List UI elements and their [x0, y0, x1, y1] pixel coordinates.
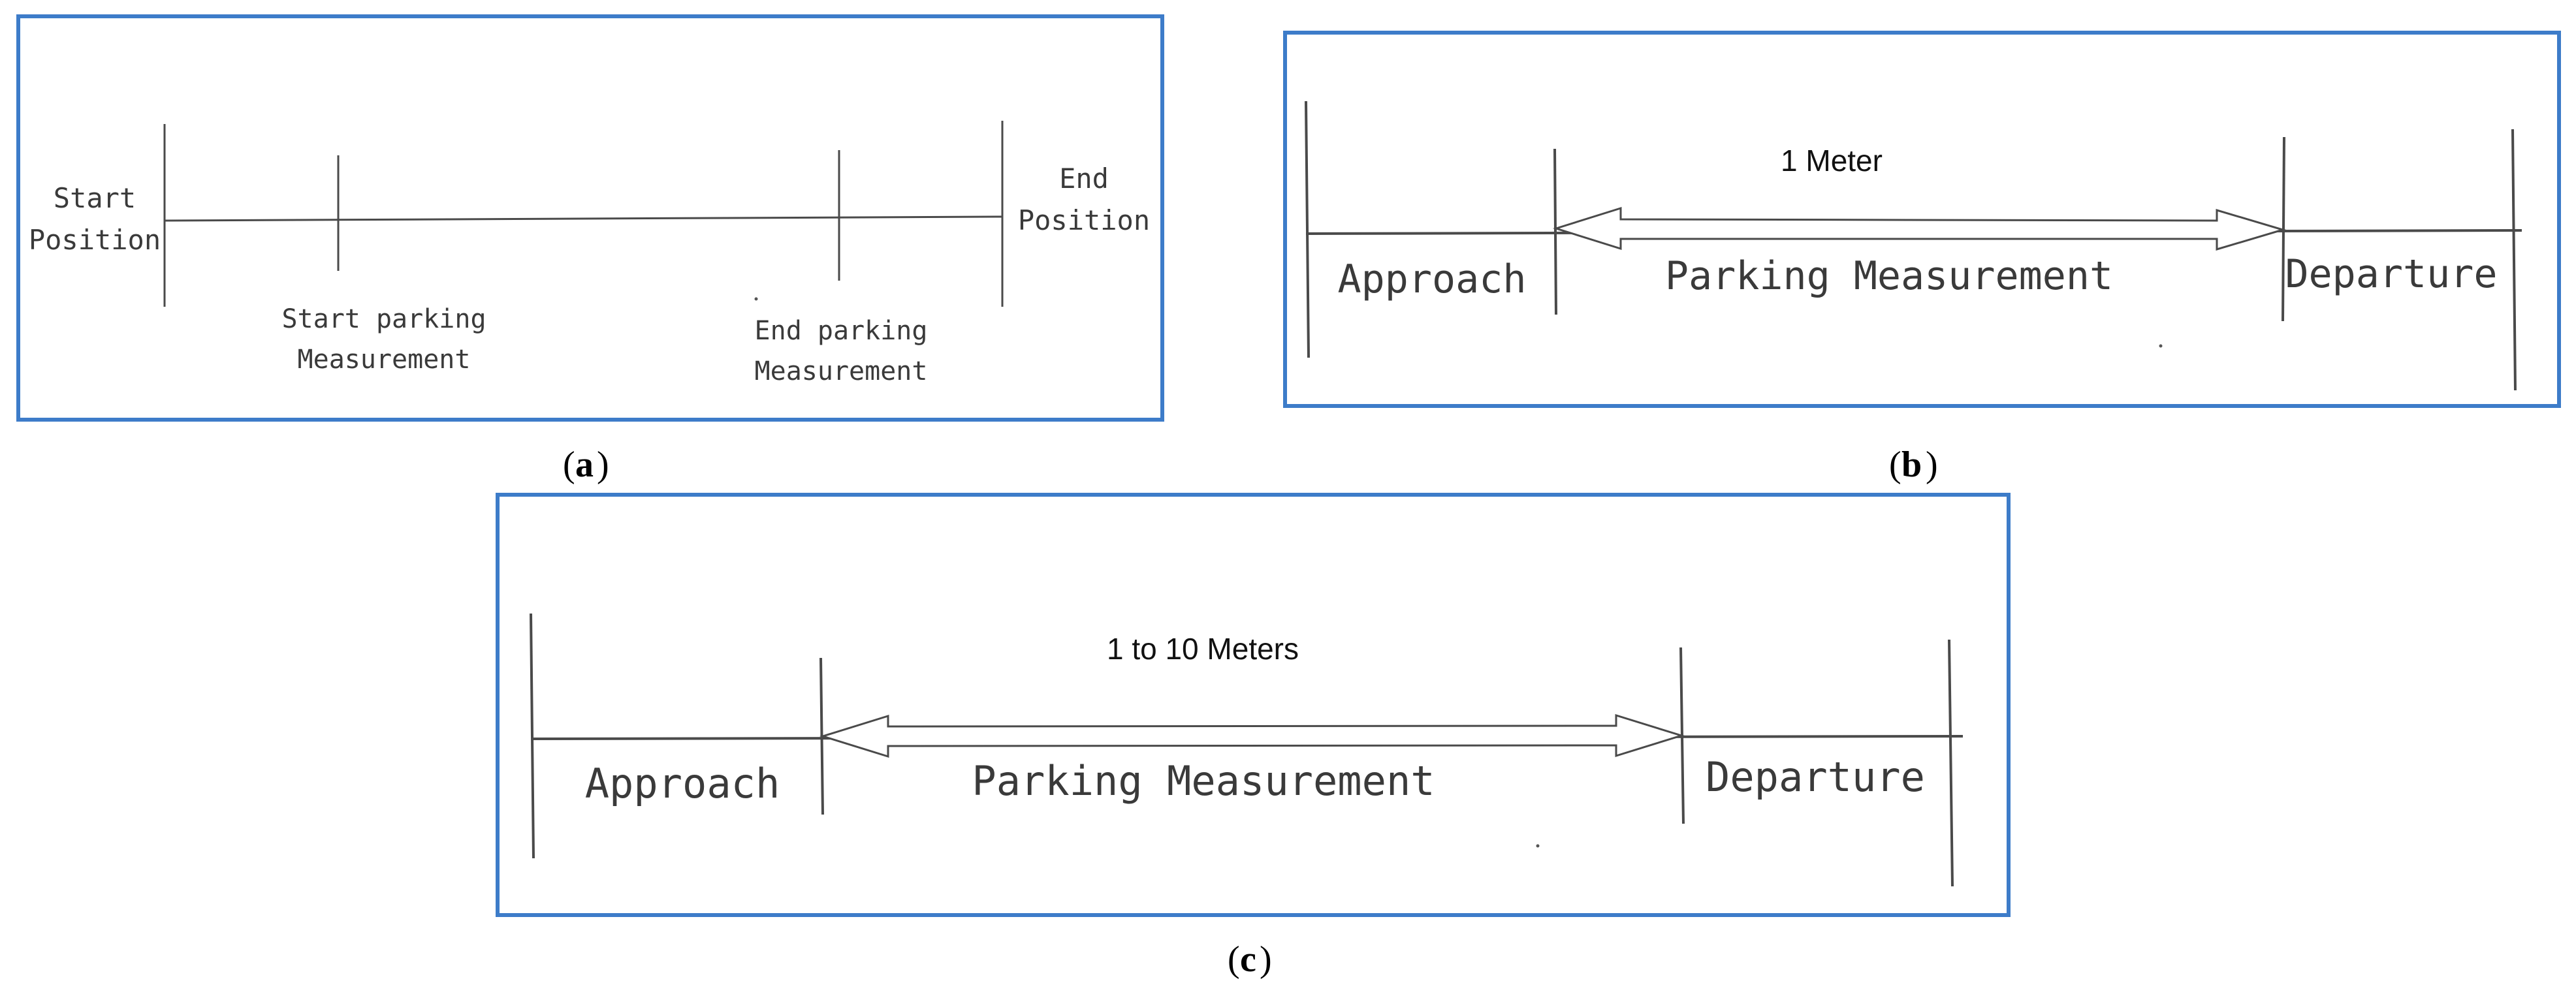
panel-b-parking-label: Parking Measurement — [1665, 253, 2113, 299]
panel-b-frame — [1283, 31, 2561, 408]
panel-a-start-parking-line1: Start parking — [281, 304, 486, 334]
panel-c-departure-label: Departure — [1706, 753, 1925, 801]
panel-c-distance-label: 1 to 10 Meters — [1107, 632, 1299, 666]
panel-b-speck — [2159, 344, 2163, 348]
panel-c-approach-start-tick — [530, 613, 535, 859]
caption-c-letter: c — [1240, 939, 1256, 980]
panel-b-approach-label: Approach — [1338, 257, 1527, 302]
panel-c-parking-label: Parking Measurement — [972, 757, 1435, 805]
caption-c-open-paren: ( — [1228, 939, 1240, 980]
panel-a-end-parking-line2: Measurement — [755, 356, 928, 386]
caption-b: ( b ) — [1889, 444, 1938, 485]
panel-a-end-position-line1: End — [1059, 163, 1109, 195]
panel-b-approach-start-tick — [1305, 101, 1310, 358]
caption-a-letter: a — [575, 444, 594, 485]
panel-a-start-position-line1: Start — [54, 182, 136, 214]
caption-a-close-paren: ) — [597, 444, 609, 485]
panel-a-start-parking-line2: Measurement — [298, 345, 471, 375]
panel-c-speck — [1536, 844, 1540, 848]
panel-c-departure-end-tick — [1948, 639, 1954, 887]
caption-c-close-paren: ) — [1260, 939, 1272, 980]
caption-b-letter: b — [1901, 444, 1922, 485]
panel-a-frame — [16, 14, 1164, 422]
panel-c-distance-arrow — [819, 713, 1685, 758]
panel-a-end-parking-line1: End parking — [755, 316, 928, 346]
caption-b-open-paren: ( — [1889, 444, 1901, 485]
panel-c-frame — [496, 493, 2011, 917]
panel-b-departure-end-tick — [2511, 129, 2517, 391]
panel-b-distance-label: 1 Meter — [1781, 144, 1883, 178]
panel-a-baseline — [164, 215, 1003, 222]
panel-b-distance-arrow — [1552, 206, 2287, 251]
panel-a: Start Position End Position Start parkin… — [16, 14, 1164, 422]
caption-c: ( c ) — [1228, 939, 1272, 980]
panel-c-approach-label: Approach — [585, 760, 780, 807]
panel-b: 1 Meter Approach Parking Measurement Dep… — [1283, 31, 2561, 408]
panel-b-departure-label: Departure — [2285, 251, 2497, 297]
panel-b-parking-start-tick — [1553, 148, 1557, 315]
caption-b-close-paren: ) — [1926, 444, 1938, 485]
caption-a-open-paren: ( — [563, 444, 575, 485]
panel-c: 1 to 10 Meters Approach Parking Measurem… — [496, 493, 2011, 917]
panel-a-end-position-line2: Position — [1018, 204, 1150, 236]
caption-a: ( a ) — [563, 444, 609, 485]
panel-a-start-position-line2: Position — [29, 224, 161, 256]
panel-a-speck — [754, 297, 758, 301]
